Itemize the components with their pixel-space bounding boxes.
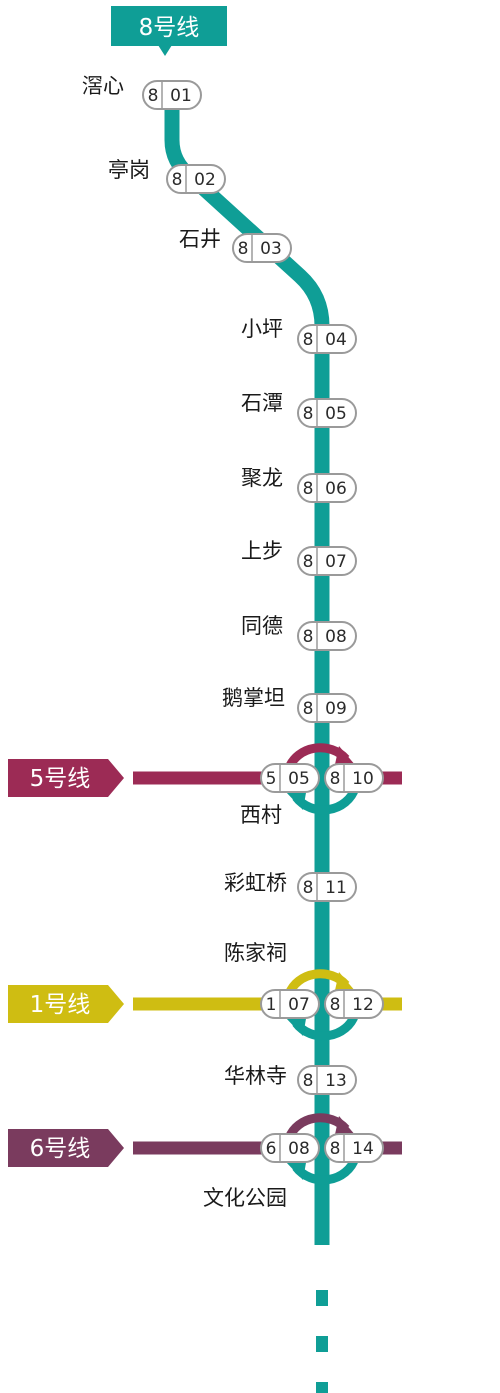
station-code-8-10-line-number: 8 (330, 769, 341, 789)
station-code-8-13-line-number: 8 (303, 1071, 314, 1091)
transfer-line-5-tag-text: 5号线 (30, 766, 91, 792)
line-8-label-text: 8号线 (139, 15, 200, 41)
station-code-8-08: 8 08 (297, 621, 357, 651)
station-code-8-05: 8 05 (297, 398, 357, 428)
transfer-line-1-tag: 1号线 (8, 985, 124, 1023)
station-code-8-11-station-number: 11 (325, 878, 347, 898)
station-code-line-1-07: 1 07 (260, 989, 320, 1019)
station-code-8-09-badge (297, 693, 357, 723)
station-code-8-08-badge (297, 621, 357, 651)
station-code-line-6-08: 6 08 (260, 1133, 320, 1163)
station-code-8-02-line-number: 8 (172, 170, 183, 190)
station-code-8-14: 8 14 (324, 1133, 384, 1163)
station-name: 西村 (240, 803, 282, 827)
station-code-8-10-station-number: 10 (352, 769, 374, 789)
transfer-line-5-tag-shape (8, 759, 124, 797)
station-code-line-5-05-line-number: 5 (266, 769, 277, 789)
station-code-8-12-line-number: 8 (330, 995, 341, 1015)
line-8-route (164, 100, 330, 1245)
station-code-8-14-line-number: 8 (330, 1139, 341, 1159)
transfer-line-5-tag: 5号线 (8, 759, 124, 797)
station-code-line-1-07-badge (260, 989, 320, 1019)
station-code-8-08-line-number: 8 (303, 627, 314, 647)
station-code-8-05-badge (297, 398, 357, 428)
station-code-8-07-station-number: 07 (325, 552, 347, 572)
station-code-line-6-08-line-number: 6 (266, 1139, 277, 1159)
station-code-8-13: 8 13 (297, 1065, 357, 1095)
station-code-8-04-station-number: 04 (325, 330, 347, 350)
transfer-line-1-tag-shape (8, 985, 124, 1023)
station-code-8-01-line-number: 8 (148, 86, 159, 106)
station-code-8-01-station-number: 01 (170, 86, 192, 106)
station-code-8-12: 8 12 (324, 989, 384, 1019)
station-code-8-14-badge (324, 1133, 384, 1163)
station-code-8-11: 8 11 (297, 872, 357, 902)
station-code-8-11-badge (297, 872, 357, 902)
station-code-8-04-line-number: 8 (303, 330, 314, 350)
station-code-8-13-station-number: 13 (325, 1071, 347, 1091)
station-code-8-05-line-number: 8 (303, 404, 314, 424)
station-name: 亭岗 (108, 158, 150, 182)
station-code-line-6-08-badge (260, 1133, 320, 1163)
station-code-8-09-station-number: 09 (325, 699, 347, 719)
station-name: 鹅掌坦 (222, 686, 285, 710)
station-code-8-03-station-number: 03 (260, 239, 282, 259)
station-code-8-09: 8 09 (297, 693, 357, 723)
transfer-line-6-tag: 6号线 (8, 1129, 124, 1167)
station-code-8-04-badge (297, 324, 357, 354)
station-code-8-03-line-number: 8 (238, 239, 249, 259)
station-code-8-14-station-number: 14 (352, 1139, 374, 1159)
station-code-line-5-05-badge (260, 763, 320, 793)
station-code-8-04: 8 04 (297, 324, 357, 354)
station-code-8-10-badge (324, 763, 384, 793)
station-name: 彩虹桥 (224, 871, 287, 895)
station-name: 石潭 (241, 391, 283, 415)
station-name: 华林寺 (224, 1064, 287, 1088)
station-code-8-05-station-number: 05 (325, 404, 347, 424)
line-8-label: 8号线 (111, 6, 227, 56)
station-code-8-07-badge (297, 546, 357, 576)
station-code-line-6-08-station-number: 08 (288, 1139, 310, 1159)
station-code-8-03-badge (232, 233, 292, 263)
station-code-8-07: 8 07 (297, 546, 357, 576)
station-code-8-12-badge (324, 989, 384, 1019)
station-code-line-1-07-line-number: 1 (266, 995, 277, 1015)
station-code-8-06-line-number: 8 (303, 479, 314, 499)
station-name: 文化公园 (203, 1186, 287, 1210)
station-code-line-5-05-station-number: 05 (288, 769, 310, 789)
station-code-line-5-05: 5 05 (260, 763, 320, 793)
station-code-8-01-badge (142, 80, 202, 110)
station-name: 小坪 (241, 317, 283, 341)
station-code-8-09-line-number: 8 (303, 699, 314, 719)
station-code-line-1-07-station-number: 07 (288, 995, 310, 1015)
station-code-8-06-badge (297, 473, 357, 503)
transfer-line-6-tag-text: 6号线 (30, 1136, 91, 1162)
station-code-8-06: 8 06 (297, 473, 357, 503)
station-name: 聚龙 (241, 466, 283, 490)
station-code-8-13-badge (297, 1065, 357, 1095)
station-code-8-10: 8 10 (324, 763, 384, 793)
station-name: 陈家祠 (224, 941, 287, 965)
station-name: 滘心 (82, 74, 124, 98)
station-code-8-11-line-number: 8 (303, 878, 314, 898)
station-code-8-03: 8 03 (232, 233, 292, 263)
transfer-line-6-tag-shape (8, 1129, 124, 1167)
station-name: 同德 (241, 614, 283, 638)
station-code-8-07-line-number: 8 (303, 552, 314, 572)
station-code-8-02-station-number: 02 (194, 170, 216, 190)
station-code-8-02: 8 02 (166, 164, 226, 194)
station-code-8-12-station-number: 12 (352, 995, 374, 1015)
station-code-8-02-badge (166, 164, 226, 194)
station-code-8-06-station-number: 06 (325, 479, 347, 499)
transfer-line-1-tag-text: 1号线 (30, 992, 91, 1018)
station-code-8-08-station-number: 08 (325, 627, 347, 647)
station-name: 石井 (179, 227, 221, 251)
station-code-8-01: 8 01 (142, 80, 202, 110)
station-name: 上步 (241, 539, 283, 563)
